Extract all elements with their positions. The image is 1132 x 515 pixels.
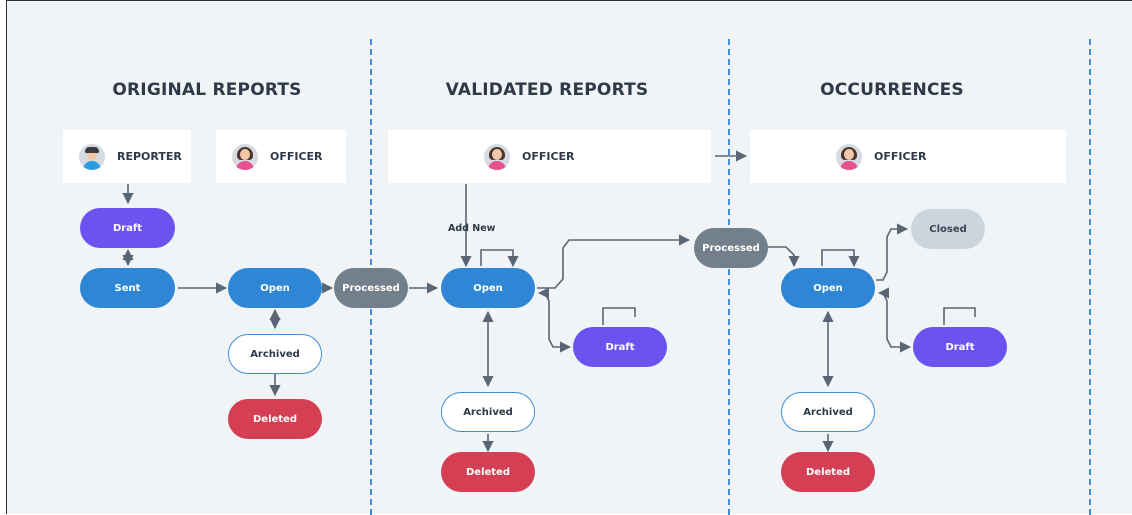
state-processed: Processed [334, 268, 408, 308]
actor-label: OFFICER [270, 150, 323, 163]
state-draft: Draft [573, 327, 667, 367]
section-title-validated-reports: VALIDATED REPORTS [445, 80, 649, 100]
officer-avatar-icon [836, 143, 862, 170]
add-new-label: Add New [448, 223, 496, 234]
arrow-val-open-self-loop [480, 249, 519, 268]
actor-card-reporter: REPORTER [63, 130, 191, 183]
actor-card-officer: OFFICER [216, 130, 346, 183]
state-open: Open [781, 268, 875, 308]
state-processed: Processed [694, 228, 768, 268]
arrow-occ-open-to-closed [876, 223, 909, 281]
state-open: Open [441, 268, 535, 308]
state-draft: Draft [913, 327, 1007, 367]
section-title-occurrences: OCCURRENCES [820, 80, 964, 100]
actor-label: OFFICER [522, 150, 575, 163]
state-archived: Archived [781, 392, 875, 432]
section-divider [1089, 39, 1091, 515]
actor-label: OFFICER [874, 150, 927, 163]
state-deleted: Deleted [781, 452, 875, 492]
arrow-val-open-draft [537, 287, 572, 353]
actor-card-officer-occurrences: OFFICER [750, 130, 1066, 183]
arrow-val-draft-self-loop [602, 307, 636, 325]
state-open: Open [228, 268, 322, 308]
section-divider [728, 39, 730, 515]
state-sent: Sent [80, 268, 175, 308]
reporter-avatar-icon [79, 143, 105, 170]
actor-label: REPORTER [117, 150, 182, 163]
state-deleted: Deleted [228, 399, 322, 439]
arrow-occ-open-self-loop [821, 249, 860, 268]
officer-avatar-icon [484, 143, 510, 170]
state-draft: Draft [80, 208, 175, 248]
arrow-occ-draft-self-loop [943, 307, 976, 325]
state-archived: Archived [228, 334, 322, 374]
state-closed: Closed [911, 209, 985, 249]
arrow-processed-to-occ-open [766, 246, 800, 268]
arrow-occ-open-draft [877, 287, 912, 353]
state-archived: Archived [441, 392, 535, 432]
arrow-val-open-to-processed [537, 234, 691, 289]
section-title-original-reports: ORIGINAL REPORTS [112, 80, 302, 100]
flow-arrows [122, 150, 976, 453]
actor-card-officer-validated: OFFICER [388, 130, 711, 183]
diagram-canvas: ORIGINAL REPORTS VALIDATED REPORTS OCCUR… [6, 0, 1132, 515]
officer-avatar-icon [232, 143, 258, 170]
state-deleted: Deleted [441, 452, 535, 492]
